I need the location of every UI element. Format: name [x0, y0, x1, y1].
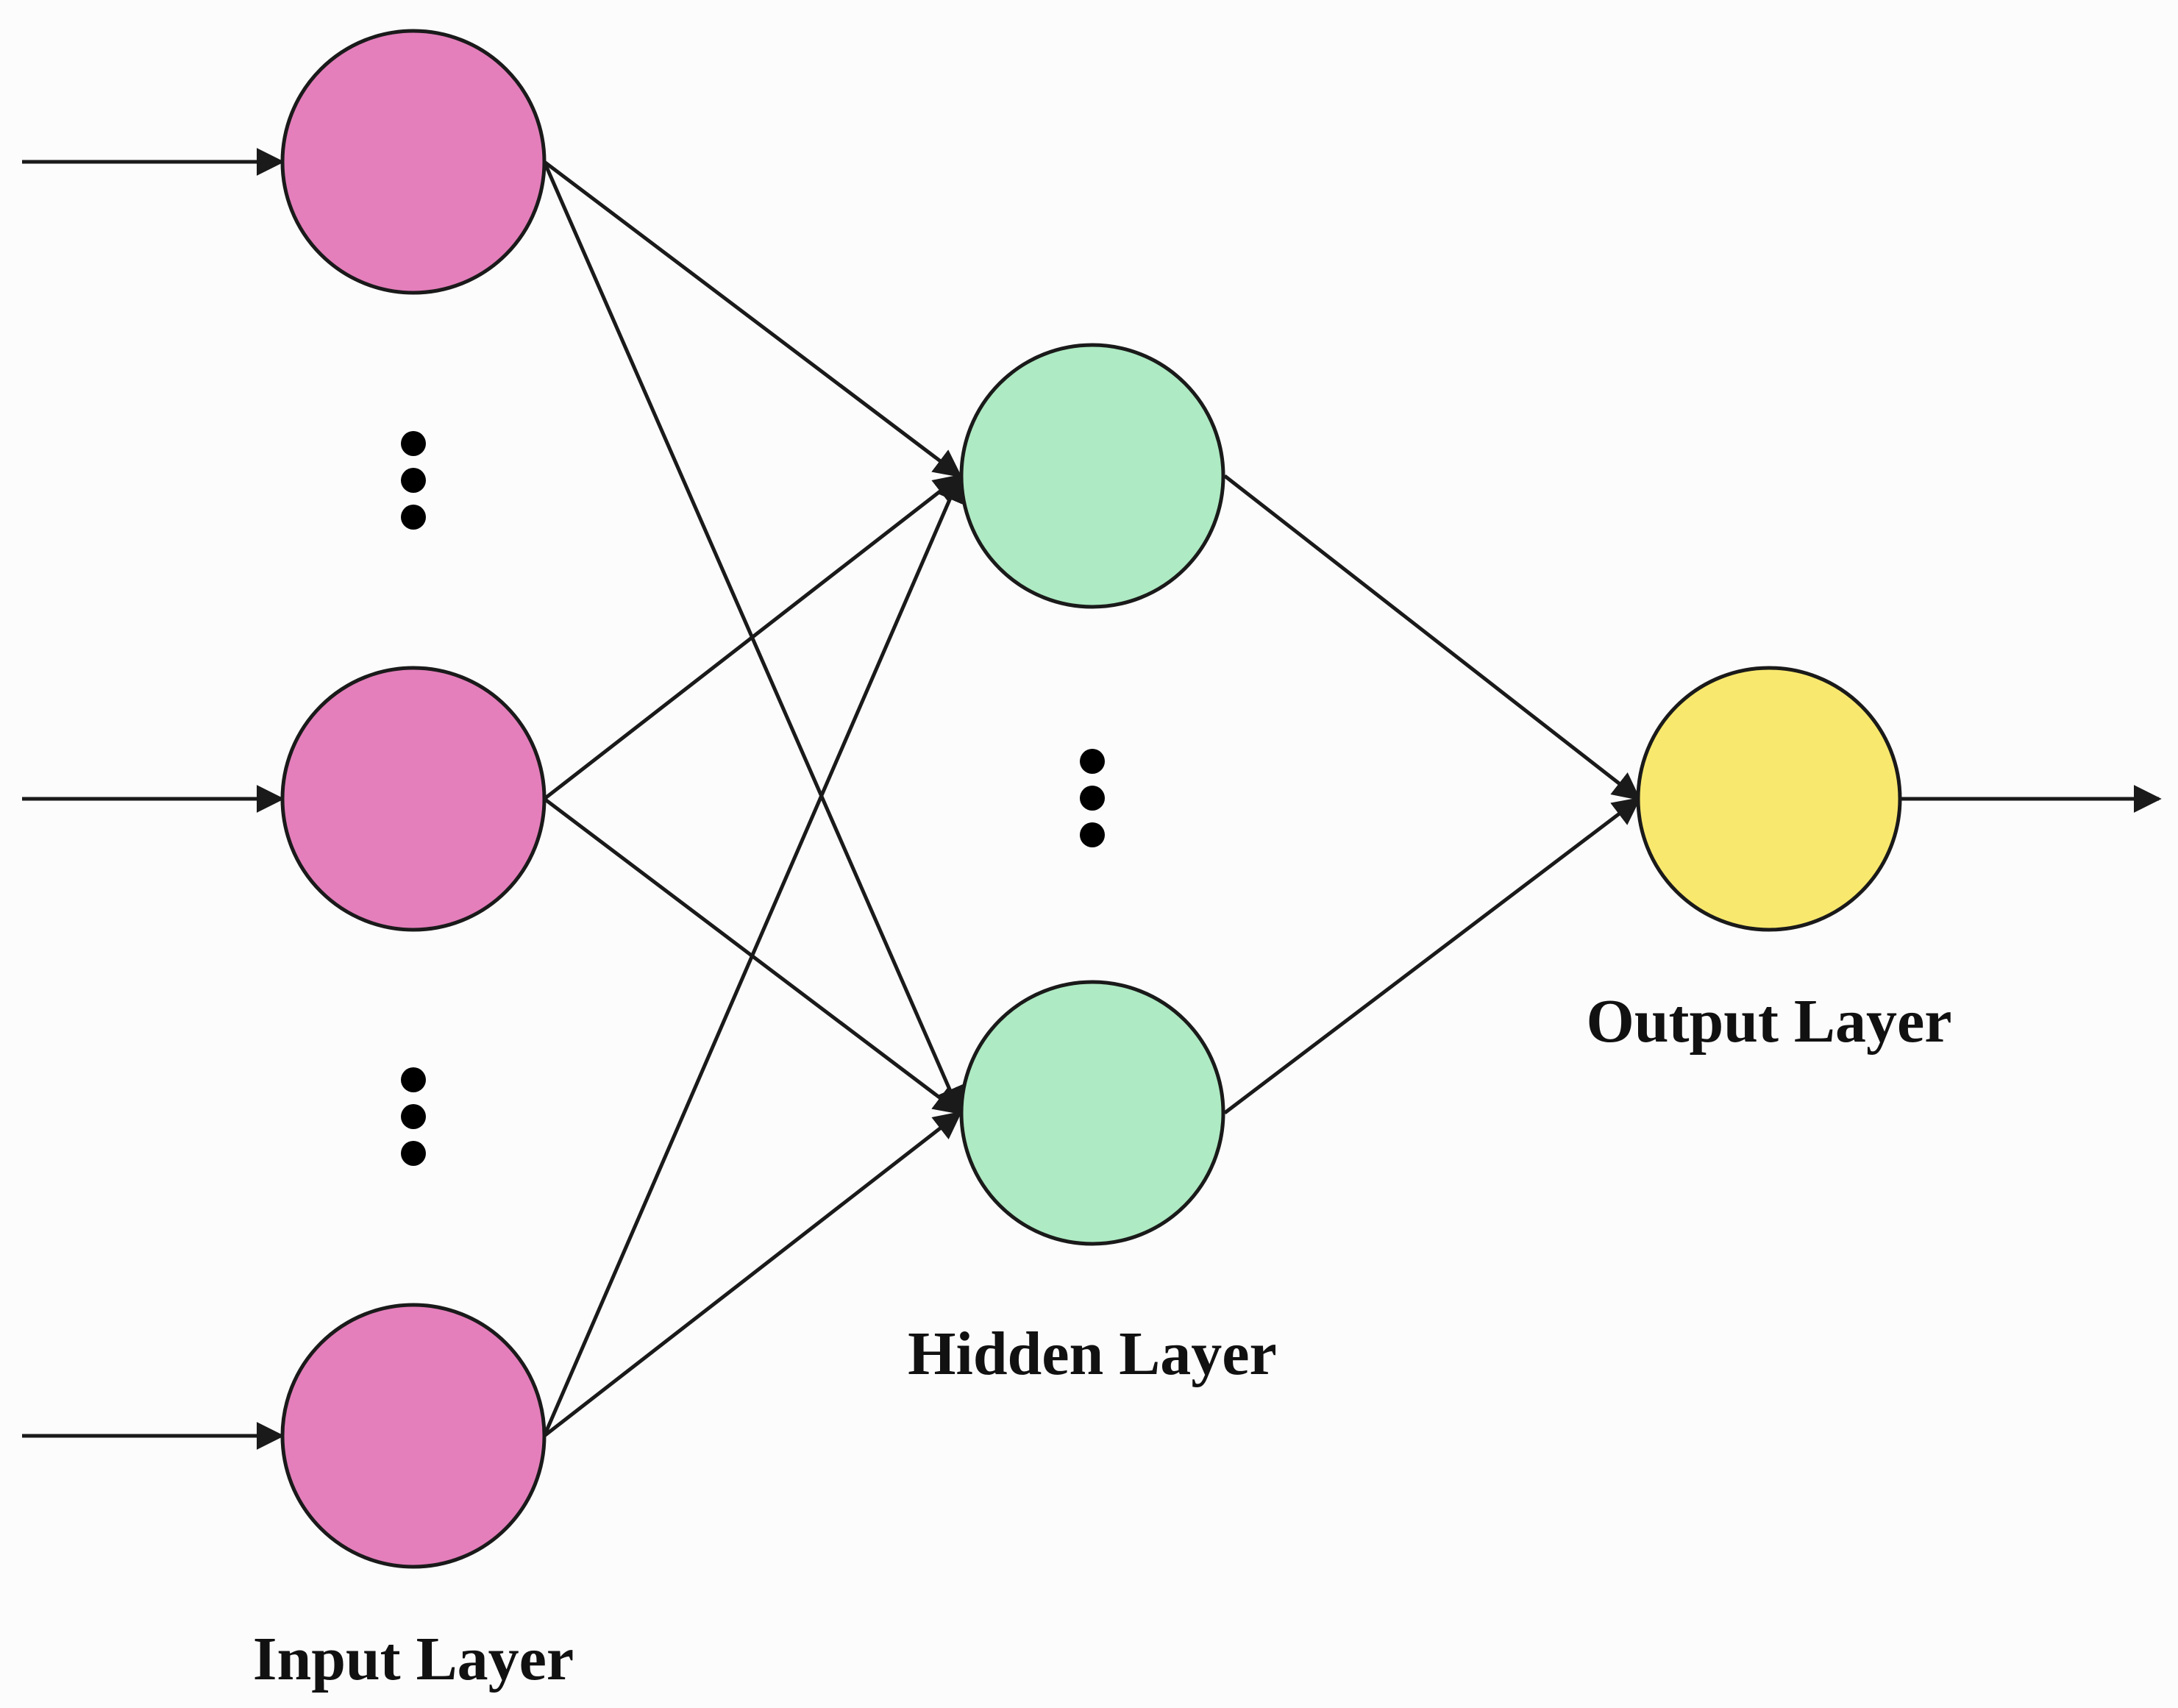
input-ellipsis-upper: [401, 431, 426, 530]
edge-i2-h1: [543, 474, 963, 800]
hidden-output-connections: [1223, 474, 1642, 1114]
input-node-1: [280, 29, 547, 295]
output-layer-label: Output Layer: [1586, 987, 1951, 1056]
edge-i3-h2: [543, 1111, 963, 1437]
edge-i1-h1: [543, 160, 963, 478]
input-hidden-connections: [542, 160, 963, 1437]
input-node-2: [280, 666, 547, 932]
input-arrows: [22, 148, 285, 1450]
edge-i3-h1: [542, 473, 963, 1437]
hidden-node-1: [959, 343, 1225, 609]
hidden-ellipsis: [1080, 749, 1105, 847]
edge-h1-o1: [1223, 474, 1641, 801]
output-node: [1636, 666, 1902, 932]
input-layer-label: Input Layer: [253, 1625, 574, 1693]
edge-h2-o1: [1223, 797, 1642, 1114]
hidden-node-2: [959, 980, 1225, 1246]
hidden-layer-label: Hidden Layer: [908, 1320, 1277, 1388]
input-ellipsis-lower: [401, 1067, 426, 1166]
hidden-layer: [959, 343, 1225, 1246]
output-layer: [1636, 666, 1902, 932]
input-node-3: [280, 1303, 547, 1569]
input-layer: [280, 29, 547, 1569]
